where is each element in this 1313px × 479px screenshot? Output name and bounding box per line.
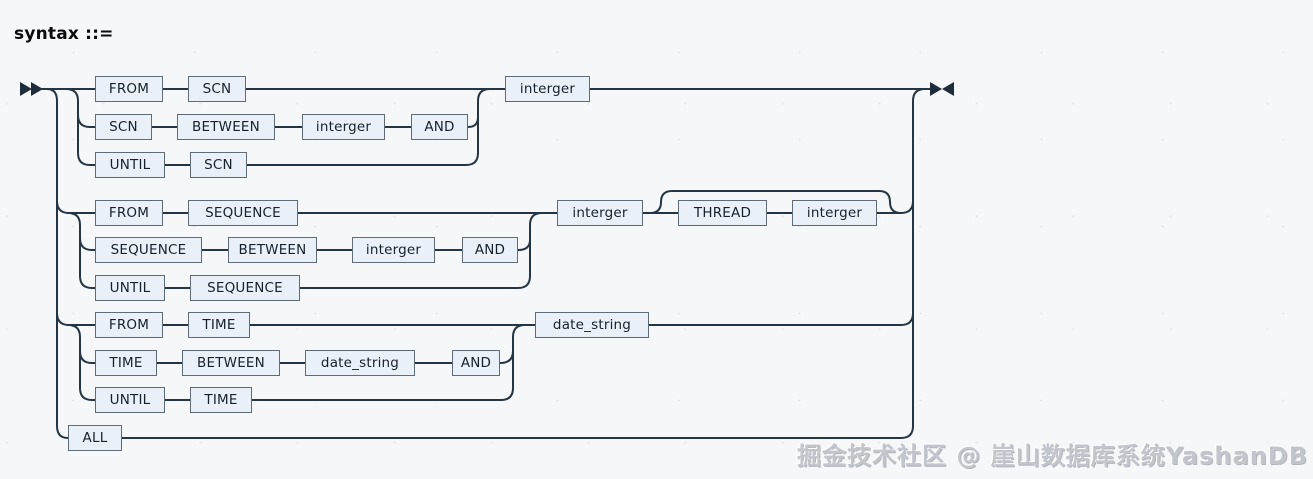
node-scn: SCN	[190, 152, 247, 178]
diagram-title: syntax ::=	[14, 24, 114, 44]
node-between: BETWEEN	[177, 114, 275, 140]
node-interger: interger	[302, 114, 385, 140]
node-interger: interger	[557, 200, 643, 226]
node-until: UNTIL	[95, 275, 165, 301]
node-scn: SCN	[188, 76, 246, 102]
node-date-string: date_string	[535, 312, 649, 338]
node-interger: interger	[505, 76, 590, 102]
node-from: FROM	[95, 200, 163, 226]
node-all: ALL	[68, 425, 122, 451]
node-until: UNTIL	[95, 152, 165, 178]
node-time: TIME	[188, 312, 250, 338]
node-and: AND	[462, 237, 518, 263]
node-sequence: SEQUENCE	[188, 200, 298, 226]
node-from: FROM	[95, 76, 163, 102]
node-and: AND	[452, 350, 500, 376]
node-date-string: date_string	[305, 350, 415, 376]
start-arrow-icon	[20, 82, 32, 96]
watermark: 掘金技术社区 @ 崖山数据库系统YashanDB	[797, 442, 1308, 470]
node-scn: SCN	[95, 114, 152, 140]
node-sequence: SEQUENCE	[190, 275, 300, 301]
node-between: BETWEEN	[228, 237, 317, 263]
node-time: TIME	[95, 350, 157, 376]
start-arrow-icon	[31, 82, 43, 96]
node-from: FROM	[95, 312, 163, 338]
node-interger: interger	[352, 237, 435, 263]
node-time: TIME	[190, 387, 252, 413]
node-interger: interger	[792, 200, 877, 226]
end-arrow-icon	[930, 82, 942, 96]
node-between: BETWEEN	[182, 350, 280, 376]
end-arrow-icon	[942, 82, 954, 96]
node-and: AND	[411, 114, 468, 140]
node-thread: THREAD	[678, 200, 767, 226]
node-until: UNTIL	[95, 387, 165, 413]
node-sequence: SEQUENCE	[95, 237, 202, 263]
